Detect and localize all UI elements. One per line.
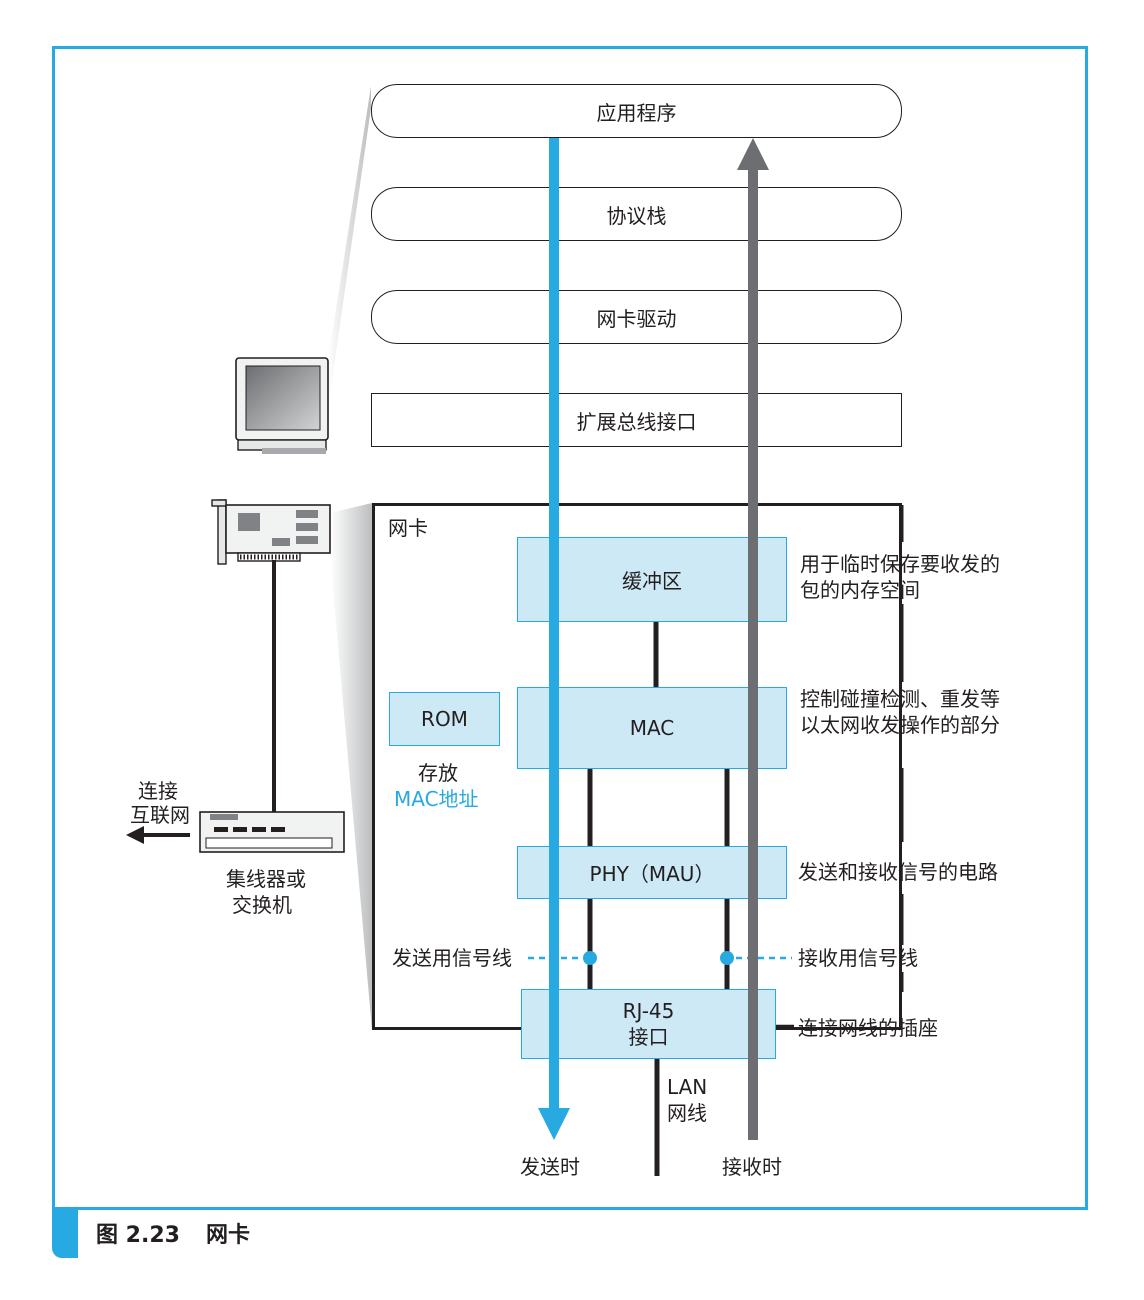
internet-label-line1: 连接 — [138, 779, 178, 803]
figure-caption: 图 2.23 网卡 — [96, 1217, 276, 1249]
application-layer: 应用程序 — [371, 84, 902, 138]
phy-block: PHY（MAU） — [517, 846, 787, 899]
buffer-label: 缓冲区 — [622, 569, 682, 593]
mac-label: MAC — [629, 716, 675, 740]
send-label: 发送时 — [520, 1155, 580, 1179]
caption-marker — [52, 1208, 78, 1258]
hub-label-line2: 交换机 — [232, 893, 292, 917]
rj45-block: RJ-45 接口 — [521, 989, 776, 1059]
rx-line-dot — [720, 951, 734, 965]
lan-label-line1: LAN — [667, 1075, 708, 1099]
buffer-desc-line1: 用于临时保存要收发的 — [800, 552, 1000, 576]
nic-zoom-funnel — [330, 503, 372, 1030]
hub-label-line1: 集线器或 — [226, 867, 306, 891]
computer-icon — [235, 357, 329, 454]
rom-note-line1: 存放 — [418, 761, 458, 785]
tx-line-dot — [583, 951, 597, 965]
internet-label-line2: 互联网 — [130, 803, 190, 827]
phy-desc: 发送和接收信号的电路 — [798, 860, 998, 884]
nic-driver-layer: 网卡驱动 — [371, 290, 902, 344]
protocol-stack-layer: 协议栈 — [371, 187, 902, 241]
rj45-label-line2: 接口 — [628, 1025, 669, 1049]
mac-block: MAC — [517, 687, 787, 769]
nic-driver-label: 网卡驱动 — [596, 306, 677, 331]
bus-interface-label: 扩展总线接口 — [576, 409, 697, 434]
rom-label: ROM — [421, 707, 468, 731]
rj45-label-line1: RJ-45 — [622, 999, 675, 1023]
hub-switch-icon — [199, 811, 345, 853]
protocol-stack-label: 协议栈 — [606, 203, 667, 228]
computer-zoom-funnel — [328, 86, 371, 408]
rj45-desc: 连接网线的插座 — [798, 1016, 938, 1040]
mac-desc-line2: 以太网收发操作的部分 — [800, 713, 1000, 737]
rom-block: ROM — [389, 692, 500, 746]
rx-line-label: 接收用信号线 — [798, 946, 918, 970]
nic-title: 网卡 — [388, 516, 428, 540]
caption-title: 网卡 — [205, 1223, 250, 1248]
tx-line-label: 发送用信号线 — [392, 946, 512, 970]
receive-label: 接收时 — [722, 1155, 782, 1179]
phy-label: PHY（MAU） — [589, 862, 715, 886]
rom-note-line2: MAC地址 — [394, 787, 479, 811]
bus-interface-layer: 扩展总线接口 — [371, 393, 902, 447]
application-label: 应用程序 — [596, 100, 677, 125]
lan-label-line2: 网线 — [667, 1101, 707, 1125]
figure-frame — [52, 46, 1088, 1210]
send-arrowhead — [538, 1108, 570, 1140]
buffer-desc-line2: 包的内存空间 — [800, 578, 920, 602]
internet-arrowhead — [126, 826, 144, 844]
buffer-block: 缓冲区 — [517, 537, 787, 622]
mac-desc-line1: 控制碰撞检测、重发等 — [800, 687, 1000, 711]
receive-arrowhead — [737, 138, 769, 170]
caption-number: 图 2.23 — [96, 1223, 180, 1248]
network-card-icon — [211, 499, 331, 565]
